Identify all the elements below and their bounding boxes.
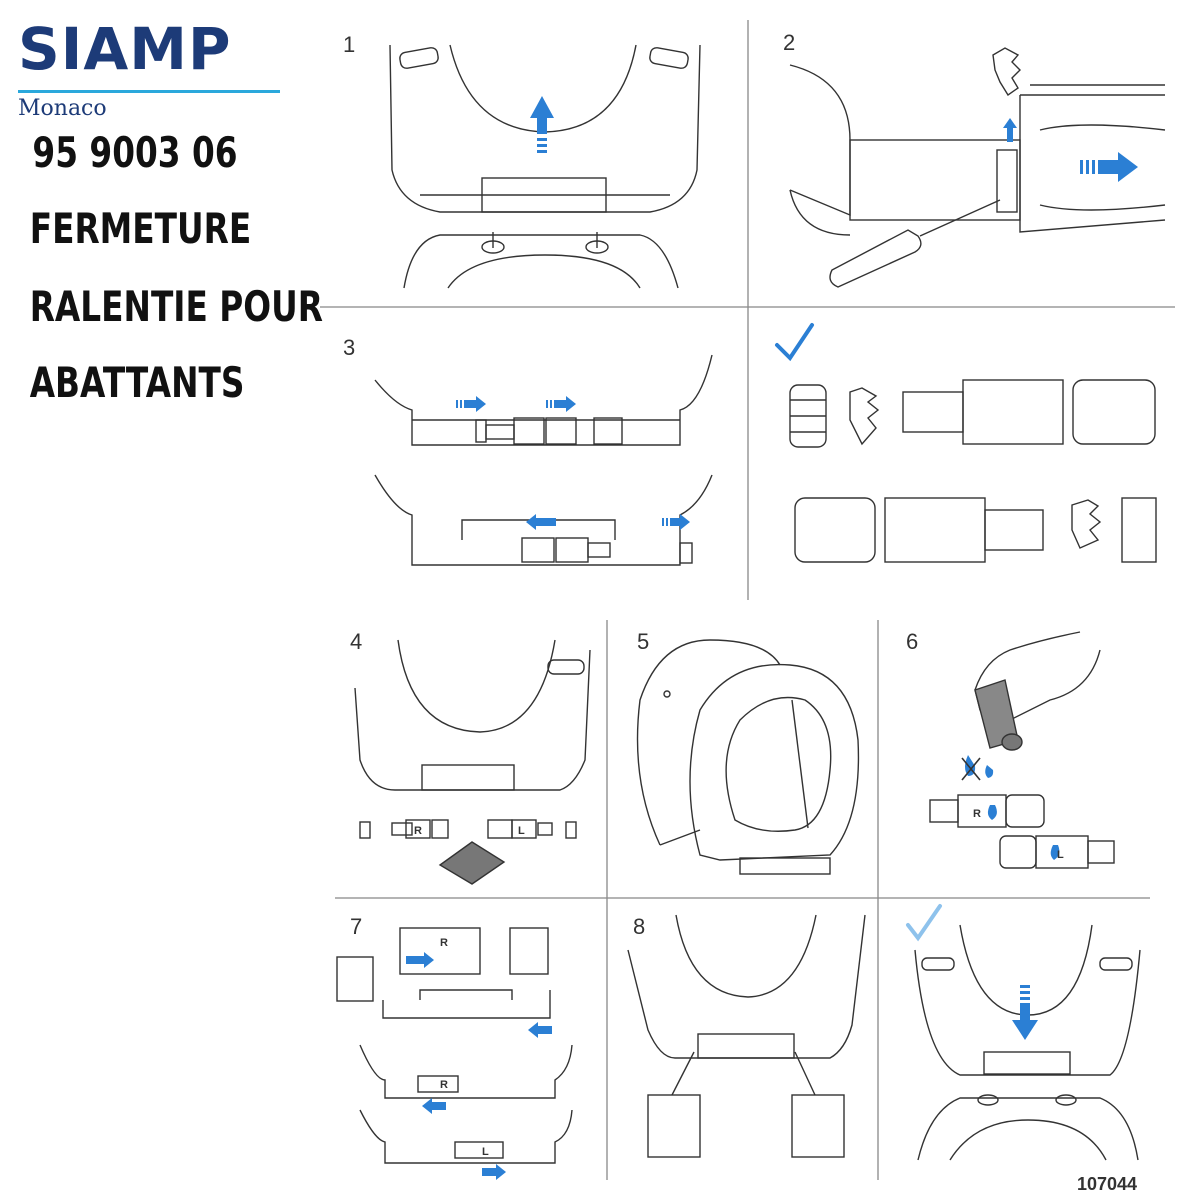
step-number-8: 8 (633, 914, 645, 939)
checkmark-icon (906, 904, 942, 942)
screwdriver-icon (829, 199, 1001, 288)
part-label-r-step7b: R (440, 1079, 448, 1091)
product-code: 95 9003 06 (32, 128, 238, 177)
step-number-6: 6 (906, 629, 918, 654)
siamp-logo: SIAMP Monaco (14, 18, 284, 128)
arrow-up-icon (530, 96, 554, 153)
step-7-illustration (336, 927, 573, 1164)
document-number: 107044 (1077, 1174, 1137, 1194)
brand-name: SIAMP (18, 15, 232, 83)
arrow-right-icon (456, 396, 690, 530)
step-number-2: 2 (783, 30, 795, 55)
arrow-left-icon (526, 514, 556, 530)
step-number-7: 7 (350, 914, 362, 939)
part-label-l-step7: L (482, 1146, 489, 1158)
step-4-illustration (354, 639, 591, 885)
step-2-illustration (789, 47, 1166, 236)
step-1-illustration (389, 44, 701, 289)
arrow-right-icon (406, 952, 506, 1180)
arrow-left-icon (422, 1022, 552, 1114)
step-number-1: 1 (343, 32, 355, 57)
part-label-r-step7: R (440, 937, 448, 949)
part-label-r: R (414, 825, 422, 837)
title-line-4: ABATTANTS (29, 358, 245, 407)
step-number-5: 5 (637, 629, 649, 654)
step-8-illustration (627, 914, 866, 1158)
step-5-illustration (636, 639, 860, 875)
hand-icon (974, 631, 1101, 721)
arrow-down-icon (1012, 985, 1038, 1040)
title-line-2: FERMETURE (29, 204, 252, 253)
checkmark-icon (775, 323, 814, 362)
arrow-right-icon (1080, 152, 1138, 182)
step-number-3: 3 (343, 335, 355, 360)
part-label-l: L (518, 825, 525, 837)
cross-icon (961, 757, 981, 781)
logo-rule (18, 90, 280, 93)
step-3-illustration (374, 354, 713, 566)
drop-icon (965, 755, 1060, 860)
grid-lines (320, 20, 1175, 1180)
parts-detail-illustration (789, 379, 1157, 563)
arrow-up-icon (1003, 118, 1017, 142)
brand-location: Monaco (18, 96, 107, 121)
part-label-r-large: R (973, 808, 981, 820)
part-label-l-large: L (1057, 849, 1064, 861)
step-number-4: 4 (350, 629, 362, 654)
step-final-illustration (914, 924, 1141, 1161)
step-6-illustration (929, 679, 1115, 869)
